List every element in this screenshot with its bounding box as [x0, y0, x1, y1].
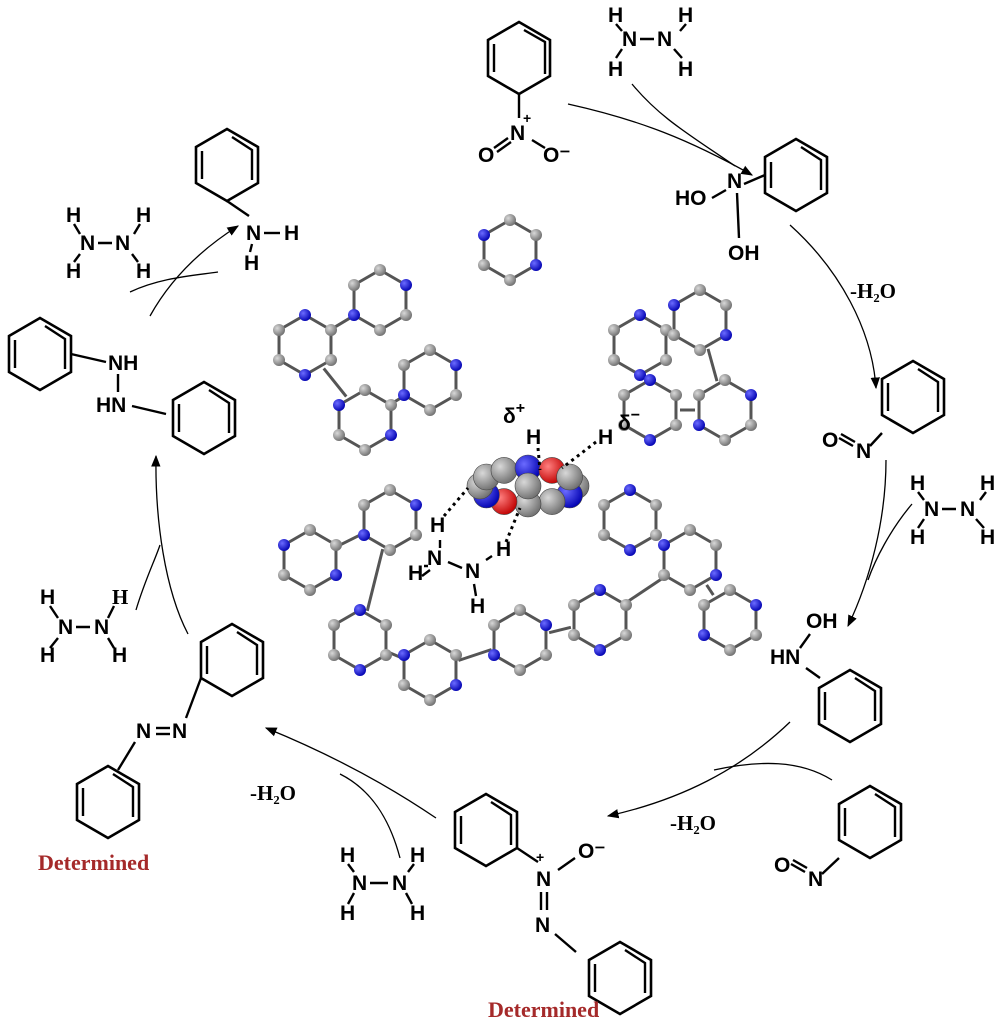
- svg-text:O⁻: O⁻: [578, 840, 605, 863]
- svg-text:N: N: [115, 232, 130, 255]
- hbond-left: [442, 487, 470, 517]
- svg-text:H: H: [284, 222, 299, 245]
- svg-text:H: H: [136, 204, 151, 227]
- molecule-azobenzene: N N Determined: [38, 622, 265, 875]
- svg-text:N: N: [136, 720, 151, 743]
- svg-text:H: H: [112, 644, 127, 667]
- hydrazine-h1: H: [430, 514, 445, 537]
- molecule-hydrazine-upper-left: H H N N H H: [66, 204, 151, 283]
- arrow-2: [789, 224, 880, 390]
- hbond-bottom: [504, 507, 522, 543]
- svg-text:H: H: [40, 586, 55, 609]
- hbond-right: [561, 440, 597, 470]
- center-hydrogen-bonding: δ+ H H δ− H H N N H H: [408, 400, 640, 618]
- minus-h2o-right: -H₂O: [850, 279, 896, 303]
- hydrazine-n2: N: [465, 560, 480, 583]
- svg-text:O: O: [774, 854, 790, 877]
- molecule-hydrazine-top: H H N N H H: [608, 4, 693, 81]
- minus-h2o-bottom-left: -H₂O: [250, 781, 296, 805]
- svg-text:H: H: [112, 585, 128, 609]
- svg-text:HO: HO: [675, 187, 707, 210]
- minus-h2o-bottom-right: -H₂O: [670, 811, 716, 835]
- svg-text:N: N: [246, 222, 261, 245]
- svg-text:N: N: [536, 868, 551, 891]
- svg-text:N: N: [960, 498, 975, 521]
- delta-plus-label: δ+: [503, 400, 525, 428]
- molecule-hydrazine-bottom: H H N N H H: [340, 844, 425, 925]
- molecule-nitrobenzene: N + O O⁻: [478, 20, 570, 167]
- svg-text:H: H: [410, 844, 425, 867]
- svg-text:N: N: [352, 872, 367, 895]
- svg-text:H: H: [66, 260, 81, 283]
- molecule-phenyl-n-dihydroxy: HO N OH: [675, 137, 829, 265]
- arrow-3: [847, 459, 887, 628]
- svg-text:N: N: [856, 440, 871, 463]
- center-h-top: H: [526, 426, 541, 449]
- arrow-7: [149, 225, 239, 317]
- adsorbed-nitrobenzene: [466, 454, 590, 518]
- molecule-nitrosobenzene-bottom: O N: [774, 784, 903, 891]
- svg-text:N: N: [657, 28, 672, 51]
- svg-text:N: N: [510, 122, 525, 145]
- svg-text:H: H: [980, 526, 995, 549]
- molecule-phenylhydroxylamine: OH HN: [770, 610, 883, 744]
- molecule-azoxybenzene: N + O⁻ N: [453, 792, 653, 1016]
- svg-text:N: N: [172, 720, 187, 743]
- svg-text:H: H: [608, 4, 623, 27]
- svg-text:N: N: [727, 170, 742, 193]
- svg-text:H: H: [910, 526, 925, 549]
- svg-text:H: H: [40, 644, 55, 667]
- svg-text:H: H: [244, 252, 259, 275]
- svg-text:OH: OH: [806, 610, 838, 633]
- svg-text:+: +: [523, 110, 531, 126]
- molecule-hydrazobenzene: NH HN: [7, 316, 237, 456]
- svg-text:OH: OH: [728, 242, 760, 265]
- svg-text:H: H: [980, 472, 995, 495]
- reaction-arrows: -H₂O -H₂O -H₂O: [129, 83, 913, 859]
- svg-text:N: N: [392, 872, 407, 895]
- svg-text:H: H: [678, 4, 693, 27]
- svg-text:O: O: [822, 429, 838, 452]
- svg-text:NH: NH: [108, 352, 138, 375]
- svg-text:N: N: [924, 498, 939, 521]
- svg-text:N: N: [535, 914, 550, 937]
- arrow-1: [567, 103, 754, 176]
- hydrazine-h4: H: [470, 595, 485, 618]
- center-h-right: H: [598, 426, 613, 449]
- arrow-6: [151, 454, 189, 635]
- framework-structure: [273, 214, 762, 706]
- hydrazine-h3: H: [496, 538, 511, 561]
- svg-text:H: H: [136, 260, 151, 283]
- svg-text:N: N: [94, 616, 109, 639]
- svg-text:H: H: [410, 902, 425, 925]
- svg-text:N: N: [58, 616, 73, 639]
- svg-text:H: H: [66, 204, 81, 227]
- arrow-5: [264, 727, 437, 819]
- svg-text:O: O: [478, 144, 494, 167]
- svg-text:HN: HN: [770, 646, 800, 669]
- svg-text:H: H: [340, 844, 355, 867]
- svg-text:N: N: [808, 868, 823, 891]
- svg-text:HN: HN: [96, 394, 126, 417]
- svg-text:H: H: [678, 58, 693, 81]
- svg-text:+: +: [536, 849, 544, 865]
- determined-left-label: Determined: [38, 850, 149, 875]
- svg-text:O⁻: O⁻: [543, 144, 570, 167]
- molecule-hydrazine-right: H H N N H H: [910, 472, 995, 549]
- hydrazine-h2: H: [408, 562, 423, 585]
- svg-text:N: N: [622, 28, 637, 51]
- determined-bottom-label: Determined: [488, 997, 599, 1021]
- molecule-aniline: N H H: [194, 127, 299, 275]
- svg-text:N: N: [80, 232, 95, 255]
- svg-text:H: H: [340, 902, 355, 925]
- svg-text:H: H: [910, 472, 925, 495]
- svg-text:H: H: [608, 58, 623, 81]
- hydrazine-n1: N: [427, 547, 442, 570]
- arrow-4: [606, 721, 791, 819]
- molecule-nitrosobenzene-right: O N: [822, 359, 946, 463]
- molecule-hydrazine-left: H H N N H H: [40, 585, 128, 667]
